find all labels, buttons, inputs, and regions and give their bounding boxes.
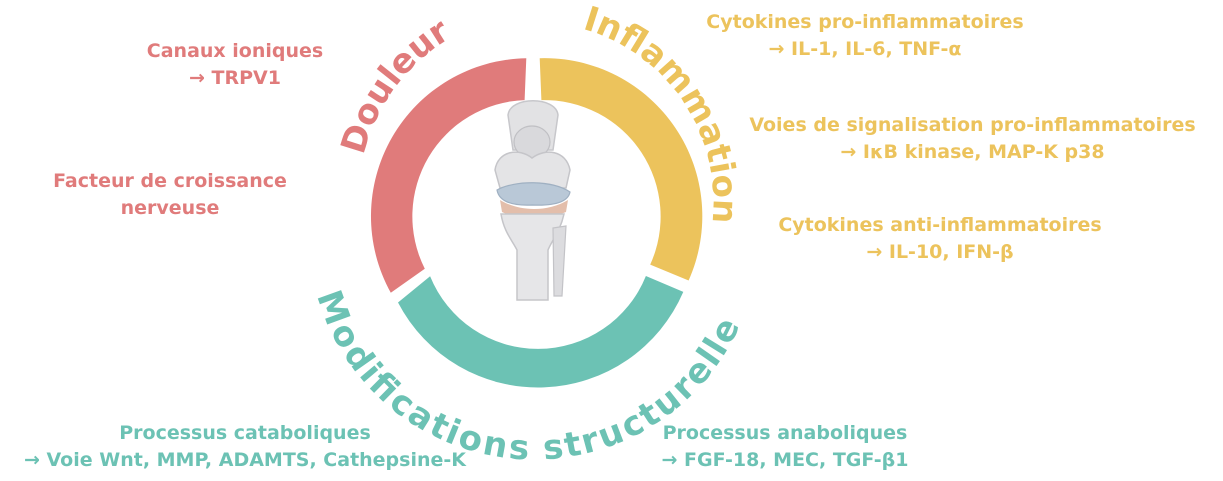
anti-inflammatory-cytokines-title: Cytokines anti-inflammatoires [740, 212, 1140, 239]
ion-channels-detail: → TRPV1 [125, 65, 345, 92]
anabolic-process-title: Processus anaboliques [630, 420, 940, 447]
ion-channels-note: Canaux ioniques → TRPV1 [125, 38, 345, 92]
pro-inflammatory-cytokines-title: Cytokines pro-inflammatoires [640, 9, 1090, 36]
anti-inflammatory-cytokines-note: Cytokines anti-inflammatoires → IL-10, I… [740, 212, 1140, 266]
anabolic-process-detail: → FGF-18, MEC, TGF-β1 [630, 447, 940, 474]
nerve-growth-factor-title: Facteur de croissance [20, 168, 320, 195]
anabolic-process-note: Processus anaboliques → FGF-18, MEC, TGF… [630, 420, 940, 474]
catabolic-process-note: Processus cataboliques → Voie Wnt, MMP, … [0, 420, 490, 474]
catabolic-process-title: Processus cataboliques [0, 420, 490, 447]
anti-inflammatory-cytokines-detail: → IL-10, IFN-β [740, 239, 1140, 266]
pro-inflammatory-cytokines-detail: → IL-1, IL-6, TNF-α [640, 36, 1090, 63]
nerve-growth-factor-note: Facteur de croissance nerveuse [20, 168, 320, 222]
signaling-pathways-note: Voies de signalisation pro-inflammatoire… [735, 112, 1210, 166]
catabolic-process-detail: → Voie Wnt, MMP, ADAMTS, Cathepsine-K [0, 447, 490, 474]
nerve-growth-factor-detail: nerveuse [20, 195, 320, 222]
pro-inflammatory-cytokines-note: Cytokines pro-inflammatoires → IL-1, IL-… [640, 9, 1090, 63]
signaling-pathways-title: Voies de signalisation pro-inflammatoire… [735, 112, 1210, 139]
signaling-pathways-detail: → IκB kinase, MAP-K p38 [735, 139, 1210, 166]
knee-joint-icon [495, 101, 570, 300]
ion-channels-title: Canaux ioniques [125, 38, 345, 65]
